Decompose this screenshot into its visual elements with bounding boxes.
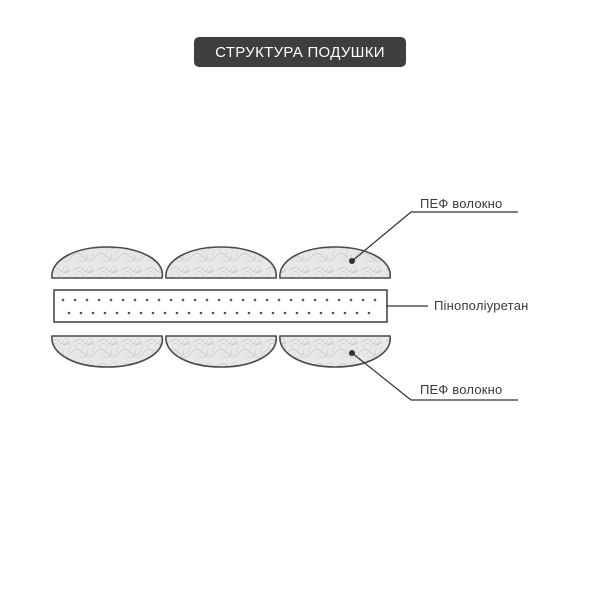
foam-dot	[337, 298, 341, 302]
foam-dot	[67, 311, 71, 315]
foam-dot	[205, 298, 209, 302]
bottom-fiber-segment-middle	[165, 335, 277, 368]
bottom-fiber-segment-left	[51, 335, 164, 368]
foam-dot	[325, 298, 329, 302]
foam-dot	[265, 298, 269, 302]
top-fiber-segment-middle	[165, 246, 277, 279]
leader-lines	[349, 211, 518, 401]
label-top-fiber: ПЕФ волокно	[420, 196, 503, 211]
foam-layer-outline	[53, 289, 388, 323]
foam-dot	[331, 311, 335, 315]
foam-dot	[277, 298, 281, 302]
bottom-fiber-layer	[51, 335, 391, 368]
foam-dot	[259, 311, 263, 315]
foam-dot	[223, 311, 227, 315]
foam-layer	[53, 289, 388, 323]
foam-dot	[217, 298, 221, 302]
label-bottom-fiber: ПЕФ волокно	[420, 382, 503, 397]
foam-dot	[175, 311, 179, 315]
foam-dot	[181, 298, 185, 302]
foam-dot	[79, 311, 83, 315]
foam-dot	[199, 311, 203, 315]
foam-dot	[193, 298, 197, 302]
foam-dot	[301, 298, 305, 302]
foam-dot	[103, 311, 107, 315]
foam-dot	[373, 298, 377, 302]
foam-dot	[109, 298, 113, 302]
top-fiber-layer	[51, 246, 391, 279]
foam-dot	[361, 298, 365, 302]
foam-dot	[295, 311, 299, 315]
foam-dot	[91, 311, 95, 315]
foam-dot	[229, 298, 233, 302]
foam-dot	[289, 298, 293, 302]
foam-dot	[319, 311, 323, 315]
label-foam: Пінополіуретан	[434, 298, 529, 313]
foam-dot	[127, 311, 131, 315]
foam-dot	[355, 311, 359, 315]
foam-dot	[121, 298, 125, 302]
foam-dot	[235, 311, 239, 315]
foam-dot	[163, 311, 167, 315]
foam-dot	[283, 311, 287, 315]
foam-dot	[151, 311, 155, 315]
top-fiber-segment-left	[51, 246, 164, 279]
foam-dot	[367, 311, 371, 315]
foam-dot	[97, 298, 101, 302]
foam-dot	[211, 311, 215, 315]
foam-dot	[139, 311, 143, 315]
foam-dot	[271, 311, 275, 315]
foam-dot	[61, 298, 65, 302]
foam-dot	[247, 311, 251, 315]
foam-dot	[133, 298, 137, 302]
foam-dot	[145, 298, 149, 302]
foam-dot	[307, 311, 311, 315]
foam-dot	[241, 298, 245, 302]
foam-dot	[115, 311, 119, 315]
bottom-fiber-segment-right	[279, 335, 391, 368]
foam-dot	[85, 298, 89, 302]
foam-dot	[313, 298, 317, 302]
foam-dot	[169, 298, 173, 302]
leader-dot-top	[349, 258, 355, 264]
title-badge: СТРУКТУРА ПОДУШКИ	[194, 37, 406, 67]
top-fiber-segment-right	[279, 246, 391, 279]
foam-dot	[343, 311, 347, 315]
foam-dot	[187, 311, 191, 315]
leader-dot-bottom	[349, 350, 355, 356]
foam-dot	[73, 298, 77, 302]
foam-dots	[61, 298, 377, 315]
page-title: СТРУКТУРА ПОДУШКИ	[215, 43, 385, 61]
foam-dot	[253, 298, 257, 302]
foam-dot	[349, 298, 353, 302]
leader-line-top	[351, 211, 518, 262]
foam-dot	[157, 298, 161, 302]
leader-line-bottom	[351, 352, 518, 401]
